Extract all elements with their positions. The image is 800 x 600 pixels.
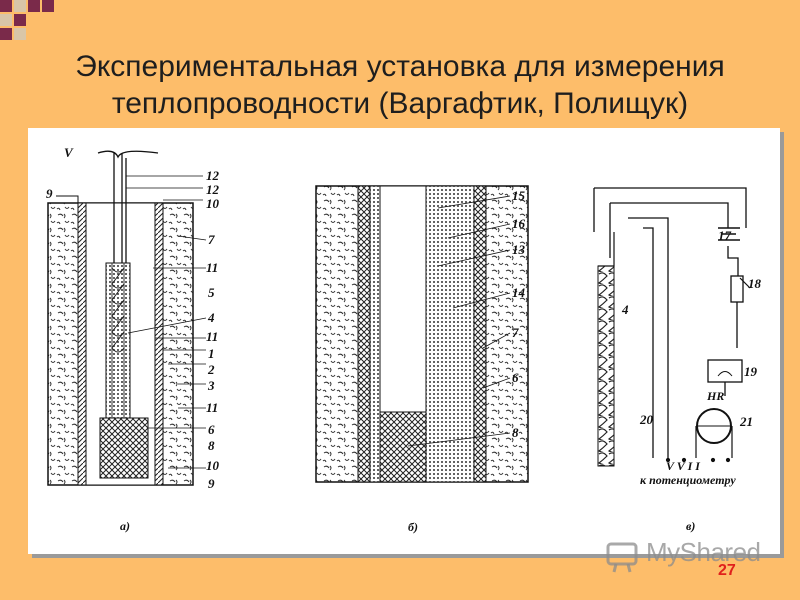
label-a: 11 <box>206 400 218 415</box>
wire-2 <box>610 202 729 228</box>
label-b: 15 <box>512 188 526 203</box>
cavity <box>379 185 427 413</box>
title-line-2: теплопроводности (Варгафтик, Полищук) <box>111 87 689 120</box>
label-b: 8 <box>512 425 519 440</box>
label-c-19: 19 <box>744 364 758 379</box>
label-c-HR: HR <box>706 389 724 403</box>
label-b: 13 <box>512 242 526 257</box>
a-side-labels: 12 12 10 7 11 5 4 11 1 2 3 11 6 8 10 9 <box>206 168 220 491</box>
terminal-labels: V V I I <box>666 459 701 473</box>
label-a: 10 <box>206 196 220 211</box>
label-a: 6 <box>208 422 215 437</box>
label-a: 4 <box>207 310 215 325</box>
label-a: 7 <box>208 232 215 247</box>
label-a: 5 <box>208 285 215 300</box>
bottom-sample <box>379 411 427 483</box>
label-a-V: V <box>64 145 74 160</box>
diagram-a: V 9 12 12 10 7 11 5 4 11 1 2 3 <box>46 145 220 533</box>
label-b: 14 <box>512 285 526 300</box>
label-c-20: 20 <box>639 412 654 427</box>
label-a: 12 <box>206 168 220 183</box>
deco-square <box>0 14 12 26</box>
label-c-21: 21 <box>739 414 753 429</box>
sample-wire <box>597 265 615 467</box>
label-a: 11 <box>206 329 218 344</box>
diagram-b: 15 16 13 14 7 6 8 б) <box>315 185 529 534</box>
diagram-panel: V 9 12 12 10 7 11 5 4 11 1 2 3 <box>28 128 780 554</box>
label-c-4: 4 <box>621 302 629 317</box>
deco-square <box>0 0 12 12</box>
myshared-logo-icon <box>606 542 638 573</box>
deco-square <box>42 0 54 12</box>
potentiometer-label: к потенциометру <box>640 473 736 487</box>
label-c-18: 18 <box>748 276 762 291</box>
a-leaders <box>126 175 207 469</box>
deco-square <box>0 28 12 40</box>
caption-b: б) <box>408 520 418 534</box>
diagram-c: 17 18 19 21 4 20 HR V V I I к потенциоме… <box>593 187 762 533</box>
slide-title: Экспериментальная установка для измерени… <box>0 48 800 122</box>
caption-a: а) <box>120 519 130 533</box>
label-a: 3 <box>207 378 215 393</box>
logo-text: MyShared <box>646 537 761 567</box>
terminals <box>665 457 731 463</box>
label-a: 9 <box>208 476 215 491</box>
label-b: 7 <box>512 325 519 340</box>
battery-17 <box>718 227 740 241</box>
diagram-svg: V 9 12 12 10 7 11 5 4 11 1 2 3 <box>46 145 762 534</box>
label-a: 8 <box>208 438 215 453</box>
deco-square <box>14 14 26 26</box>
label-a: 10 <box>206 458 220 473</box>
caption-c: в) <box>686 519 695 533</box>
deco-square <box>28 0 40 12</box>
page-number: 27 <box>718 562 736 579</box>
label-b: 16 <box>512 216 526 231</box>
deco-square <box>14 28 26 40</box>
b-leaders <box>407 195 511 447</box>
label-c-17: 17 <box>718 228 732 243</box>
label-a: 1 <box>208 346 215 361</box>
wire-top <box>594 187 747 228</box>
b-side-labels: 15 16 13 14 7 6 8 <box>512 188 526 440</box>
deco-square <box>14 0 26 12</box>
label-a: 12 <box>206 182 220 197</box>
label-b: 6 <box>512 370 519 385</box>
bottom-plug <box>99 417 149 479</box>
label-a: 11 <box>206 260 218 275</box>
title-line-1: Экспериментальная установка для измерени… <box>75 50 725 83</box>
label-a: 2 <box>207 362 215 377</box>
label-a-9: 9 <box>46 186 53 201</box>
